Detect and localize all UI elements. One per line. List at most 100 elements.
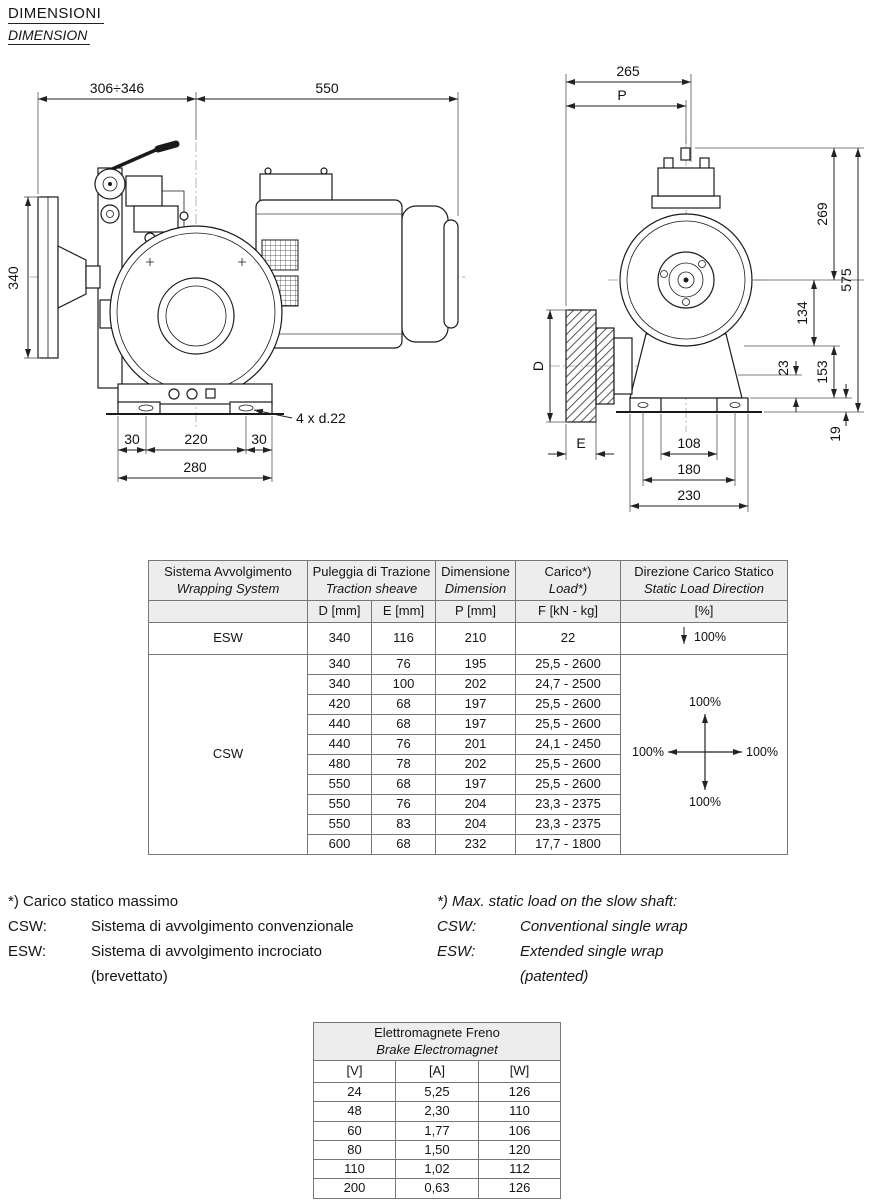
- table-cell: 100: [371, 674, 436, 695]
- dim-label-280: 280: [183, 459, 207, 475]
- brake-table-title: Elettromagnete Freno Brake Electromagnet: [313, 1022, 561, 1061]
- dim-label-269: 269: [814, 202, 830, 226]
- technical-drawing: 306÷346 550 340 30 220 30 280 4 x d.22: [5, 63, 864, 512]
- table-cell: 200: [313, 1178, 396, 1199]
- note-static-load-en: *) Max. static load on the slow shaft:: [437, 893, 678, 910]
- note-csw-value: Sistema di avvolgimento convenzionale: [91, 918, 354, 935]
- table-cell: 1,77: [395, 1120, 479, 1141]
- table-cell: 232: [435, 834, 516, 855]
- esw-direction-label: 100%: [694, 630, 726, 644]
- table-cell: 204: [435, 794, 516, 815]
- gear-housing: [109, 225, 283, 399]
- csw-rows: CSW 340 76 195 25,5 - 2600 100% 100%: [148, 654, 788, 855]
- subheader-percent: [%]: [620, 600, 788, 623]
- brake-subheader-amp: [A]: [395, 1060, 479, 1083]
- col-header-load-direction: Direzione Carico Statico Static Load Dir…: [620, 560, 788, 601]
- dim-label-306-346: 306÷346: [90, 80, 145, 96]
- dim-label-265: 265: [616, 63, 640, 79]
- direction-left-label: 100%: [632, 745, 664, 759]
- brake-title-it: Elettromagnete Freno: [374, 1025, 500, 1041]
- table-cell: 550: [307, 814, 372, 835]
- dim-label-180: 180: [677, 461, 701, 477]
- footnotes-english: *) Max. static load on the slow shaft: C…: [437, 893, 688, 993]
- csw-load-direction-cell: 100% 100% 100% 100%: [620, 654, 788, 855]
- table-cell: 440: [307, 734, 372, 755]
- col-header-traction-sheave: Puleggia di Trazione Traction sheave: [307, 560, 436, 601]
- table-cell: 25,5 - 2600: [515, 714, 621, 735]
- csw-label: CSW: [148, 654, 308, 855]
- dim-label-p: P: [617, 87, 626, 103]
- subheader-empty: [148, 600, 308, 623]
- table-cell: 80: [313, 1139, 396, 1161]
- note-csw-key: CSW:: [437, 918, 477, 935]
- dim-label-e: E: [576, 435, 585, 451]
- table-cell: 25,5 - 2600: [515, 654, 621, 675]
- col-header-dimension: Dimensione Dimension: [435, 560, 516, 601]
- col-header-en: Wrapping System: [176, 580, 280, 596]
- table-cell: 68: [371, 694, 436, 715]
- table-cell: 116: [371, 622, 436, 655]
- table-cell: 420: [307, 694, 372, 715]
- table-cell: 23,3 - 2375: [515, 814, 621, 835]
- brake-subheader-volt: [V]: [313, 1060, 396, 1083]
- direction-bottom-label: 100%: [689, 795, 721, 809]
- subheader-p: P [mm]: [435, 600, 516, 623]
- note-esw-en-2: (patented): [437, 968, 688, 987]
- table-cell: 126: [478, 1081, 561, 1103]
- table-cell: 2,30: [395, 1101, 479, 1122]
- esw-row: ESW 340 116 210 22 100%: [148, 622, 788, 655]
- table-cell: 550: [307, 794, 372, 815]
- col-header-it: Direzione Carico Statico: [634, 564, 774, 580]
- col-header-it: Carico*): [544, 564, 592, 580]
- side-view: [30, 140, 465, 430]
- table-cell: 210: [435, 622, 516, 655]
- table-cell: 340: [307, 674, 372, 695]
- note-esw-key: ESW:: [8, 943, 47, 960]
- table-cell: 24,1 - 2450: [515, 734, 621, 755]
- note-csw-it: CSW: Sistema di avvolgimento convenziona…: [8, 918, 354, 937]
- brake-lever: [94, 140, 189, 244]
- feet: [616, 397, 762, 413]
- table-cell: 68: [371, 774, 436, 795]
- note-esw-en: ESW: Extended single wrap: [437, 943, 688, 962]
- table-cell: 197: [435, 774, 516, 795]
- table-cell: 195: [435, 654, 516, 675]
- table-cell: 110: [313, 1158, 396, 1180]
- col-header-en: Load*): [548, 580, 588, 596]
- table-cell: 112: [478, 1158, 561, 1180]
- table-cell: 1,02: [395, 1158, 479, 1180]
- table-cell: 202: [435, 674, 516, 695]
- table-cell: 83: [371, 814, 436, 835]
- table-cell: 68: [371, 714, 436, 735]
- table-cell: 202: [435, 754, 516, 775]
- terminal-box: [657, 167, 715, 197]
- table-cell: 25,5 - 2600: [515, 694, 621, 715]
- table-cell: 76: [371, 734, 436, 755]
- footnotes-italian: *) Carico statico massimo CSW: Sistema d…: [8, 893, 354, 993]
- esw-label: ESW: [148, 622, 308, 655]
- col-header-it: Puleggia di Trazione: [312, 564, 431, 580]
- col-header-it: Dimensione: [441, 564, 510, 580]
- dim-label-108: 108: [677, 435, 701, 451]
- table-cell: 197: [435, 714, 516, 735]
- table-cell: 204: [435, 814, 516, 835]
- table-cell: 76: [371, 794, 436, 815]
- dim-label-d: D: [530, 361, 546, 371]
- page-title: DIMENSIONI: [8, 5, 105, 24]
- table-cell: 5,25: [395, 1081, 479, 1103]
- cross-arrows-icon: 100% 100% 100% 100%: [632, 695, 778, 809]
- table-cell: 126: [478, 1178, 561, 1199]
- note-esw-value-2: (brevettato): [91, 968, 168, 985]
- note-csw-key: CSW:: [8, 918, 47, 935]
- brake-electromagnet-table: Elettromagnete Freno Brake Electromagnet…: [313, 1022, 561, 1199]
- table-cell: 25,5 - 2600: [515, 754, 621, 775]
